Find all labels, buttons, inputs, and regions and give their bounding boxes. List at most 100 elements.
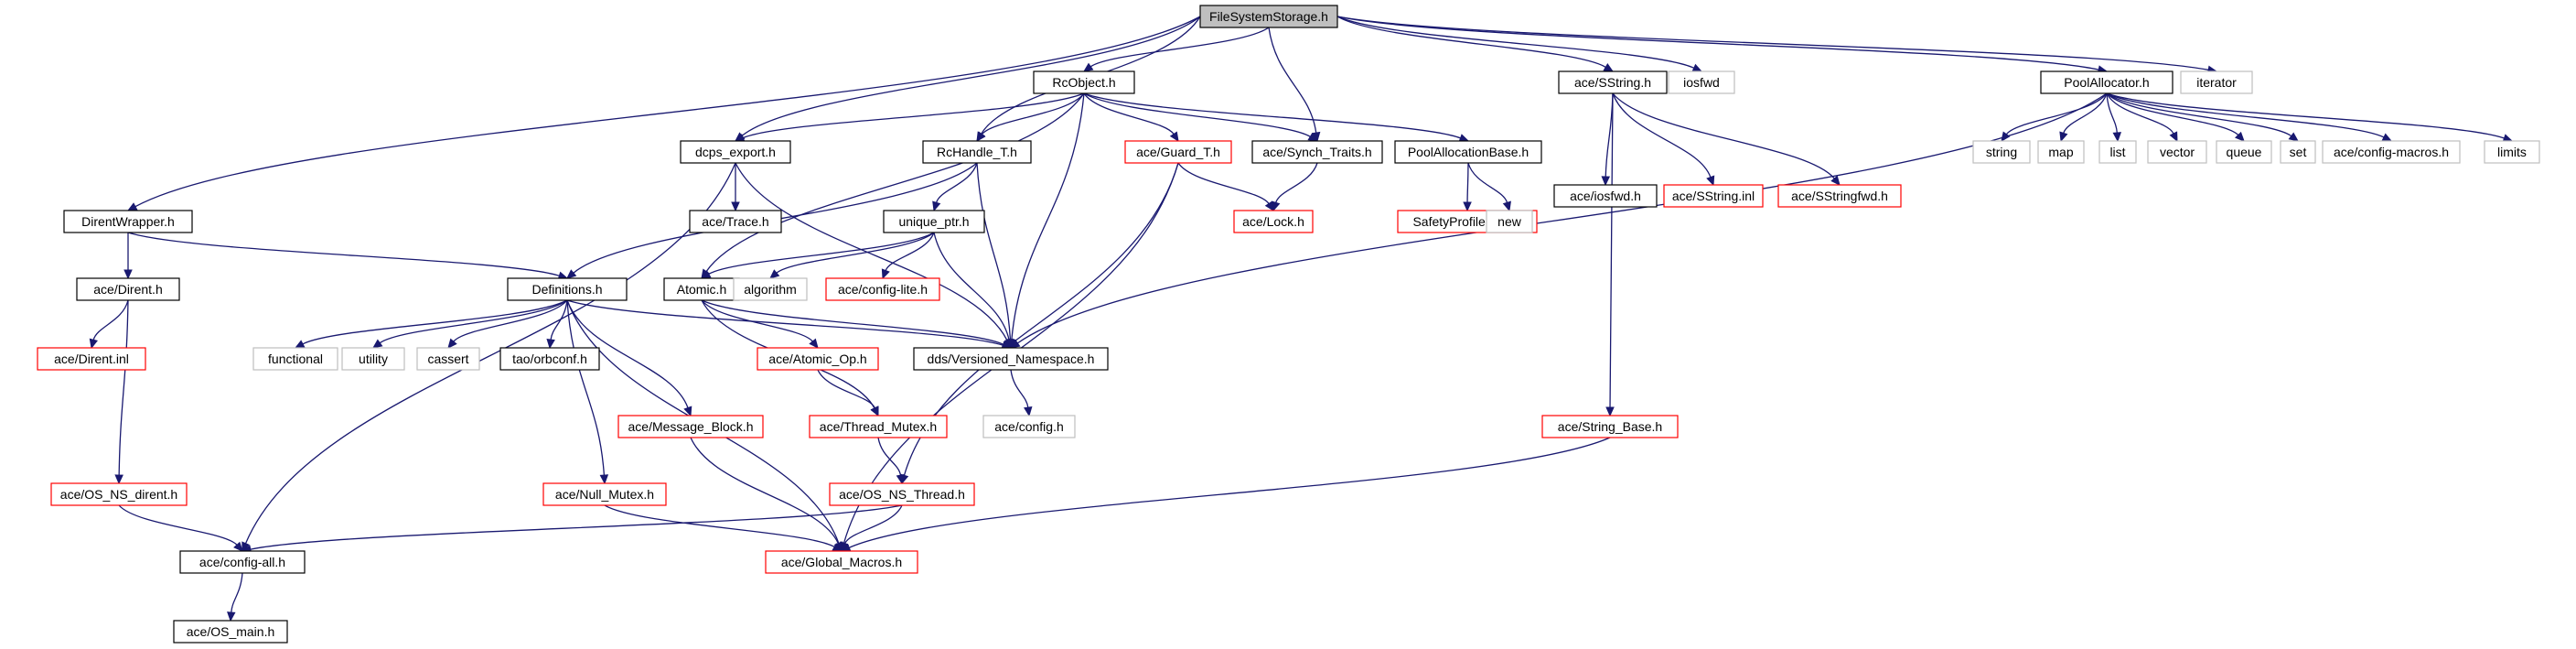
node-box	[1777, 184, 1902, 208]
node-new[interactable]: new	[1486, 210, 1533, 233]
node-direntw[interactable]: DirentWrapper.h	[63, 210, 193, 233]
node-stringbase[interactable]: ace/String_Base.h	[1541, 415, 1679, 438]
node-sstring[interactable]: ace/SString.h	[1558, 70, 1668, 94]
node-box	[689, 210, 782, 233]
node-map[interactable]: map	[2037, 140, 2085, 164]
node-queue[interactable]: queue	[2216, 140, 2272, 164]
node-versioned[interactable]: dds/Versioned_Namespace.h	[913, 347, 1109, 371]
node-sstringinl[interactable]: ace/SString.inl	[1663, 184, 1764, 208]
node-atomic[interactable]: Atomic.h	[663, 277, 740, 301]
node-guard[interactable]: ace/Guard_T.h	[1124, 140, 1232, 164]
node-box	[252, 347, 338, 371]
node-label: string	[1986, 145, 2017, 159]
edge-rcobject-to-versioned	[1007, 92, 1085, 350]
edge-defs-to-cassert	[447, 299, 568, 349]
node-limits[interactable]: limits	[2484, 140, 2540, 164]
edge-poolalloc-to-limits	[2106, 92, 2514, 143]
node-uniqueptr[interactable]: unique_ptr.h	[883, 210, 985, 233]
node-aceiosfwd[interactable]: ace/iosfwd.h	[1553, 184, 1658, 208]
node-vector[interactable]: vector	[2147, 140, 2207, 164]
edge-direntw-to-acedirent	[123, 233, 133, 280]
node-algorithm[interactable]: algorithm	[733, 277, 808, 301]
node-cfglite[interactable]: ace/config-lite.h	[825, 277, 940, 301]
node-label: unique_ptr.h	[898, 214, 969, 229]
node-box	[825, 277, 940, 301]
node-list[interactable]: list	[2098, 140, 2137, 164]
node-cfgall[interactable]: ace/config-all.h	[179, 550, 306, 574]
node-threadmutex[interactable]: ace/Thread_Mutex.h	[809, 415, 948, 438]
node-box	[2037, 140, 2085, 164]
edge-uniqueptr-to-algorithm	[769, 232, 935, 279]
edge-poolalloc-to-string	[2001, 92, 2108, 142]
edge-dcps-to-trace	[731, 163, 740, 212]
node-atomicop[interactable]: ace/Atomic_Op.h	[757, 347, 879, 371]
node-box	[1972, 140, 2031, 164]
node-box	[507, 277, 628, 301]
node-label: tao/orbconf.h	[512, 352, 587, 366]
node-cfgmacros[interactable]: ace/config-macros.h	[2322, 140, 2461, 164]
node-synch[interactable]: ace/Synch_Traits.h	[1251, 140, 1383, 164]
edge-fss-to-poolalloc	[1336, 16, 2109, 74]
node-direntinl[interactable]: ace/Dirent.inl	[37, 347, 146, 371]
node-iterator[interactable]: iterator	[2180, 70, 2253, 94]
node-box	[173, 620, 288, 644]
edge-poolalloc-to-vector	[2106, 92, 2178, 143]
node-functional[interactable]: functional	[252, 347, 338, 371]
edge-layer	[89, 16, 2514, 622]
edge-defs-to-msgblock	[566, 299, 692, 417]
node-box	[680, 140, 791, 164]
edge-rcobject-to-rchandle	[976, 92, 1085, 142]
node-box	[883, 210, 985, 233]
node-sstringfwd[interactable]: ace/SStringfwd.h	[1777, 184, 1902, 208]
node-acedirent[interactable]: ace/Dirent.h	[76, 277, 180, 301]
node-trace[interactable]: ace/Trace.h	[689, 210, 782, 233]
edge-rcobject-to-poolbase	[1083, 92, 1470, 143]
node-box	[1251, 140, 1383, 164]
edge-defs-to-functional	[294, 299, 568, 349]
node-string[interactable]: string	[1972, 140, 2031, 164]
node-lock[interactable]: ace/Lock.h	[1233, 210, 1314, 233]
node-orbconf[interactable]: tao/orbconf.h	[499, 347, 600, 371]
node-fss[interactable]: FileSystemStorage.h	[1199, 5, 1338, 28]
node-box	[1233, 210, 1314, 233]
node-box	[63, 210, 193, 233]
node-label: DirentWrapper.h	[81, 214, 175, 229]
node-poolbase[interactable]: PoolAllocationBase.h	[1394, 140, 1542, 164]
node-label: ace/String_Base.h	[1558, 419, 1662, 434]
node-defs[interactable]: Definitions.h	[507, 277, 628, 301]
node-label: ace/Trace.h	[702, 214, 768, 229]
node-config[interactable]: ace/config.h	[982, 415, 1076, 438]
edge-fss-to-rcobject	[1082, 27, 1270, 72]
node-label: ace/config-all.h	[199, 555, 285, 569]
node-osmain[interactable]: ace/OS_main.h	[173, 620, 288, 644]
node-label: RcHandle_T.h	[937, 145, 1017, 159]
node-osdirent[interactable]: ace/OS_NS_dirent.h	[50, 482, 188, 506]
node-rchandle[interactable]: RcHandle_T.h	[922, 140, 1032, 164]
node-set[interactable]: set	[2280, 140, 2316, 164]
node-iosfwd[interactable]: iosfwd	[1668, 70, 1735, 94]
node-dcps[interactable]: dcps_export.h	[680, 140, 791, 164]
node-globalmacros[interactable]: ace/Global_Macros.h	[765, 550, 918, 574]
node-label: ace/Dirent.h	[93, 282, 162, 297]
node-osthread[interactable]: ace/OS_NS_Thread.h	[829, 482, 975, 506]
node-msgblock[interactable]: ace/Message_Block.h	[617, 415, 764, 438]
edge-defs-to-orbconf	[546, 299, 568, 350]
node-cassert[interactable]: cassert	[416, 347, 480, 371]
node-label: cassert	[427, 352, 468, 366]
node-label: ace/OS_NS_dirent.h	[60, 487, 177, 502]
node-utility[interactable]: utility	[341, 347, 405, 371]
node-box	[37, 347, 146, 371]
edge-uniqueptr-to-atomic	[700, 232, 935, 279]
node-box	[76, 277, 180, 301]
node-poolalloc[interactable]: PoolAllocator.h	[2040, 70, 2174, 94]
node-rcobject[interactable]: RcObject.h	[1033, 70, 1135, 94]
node-box	[2216, 140, 2272, 164]
edge-poolalloc-to-set	[2106, 92, 2299, 142]
edge-defs-to-versioned	[566, 299, 1013, 350]
edge-poolalloc-to-list	[2106, 92, 2122, 143]
node-box	[1124, 140, 1232, 164]
node-nullmutex[interactable]: ace/Null_Mutex.h	[542, 482, 667, 506]
node-box	[179, 550, 306, 574]
